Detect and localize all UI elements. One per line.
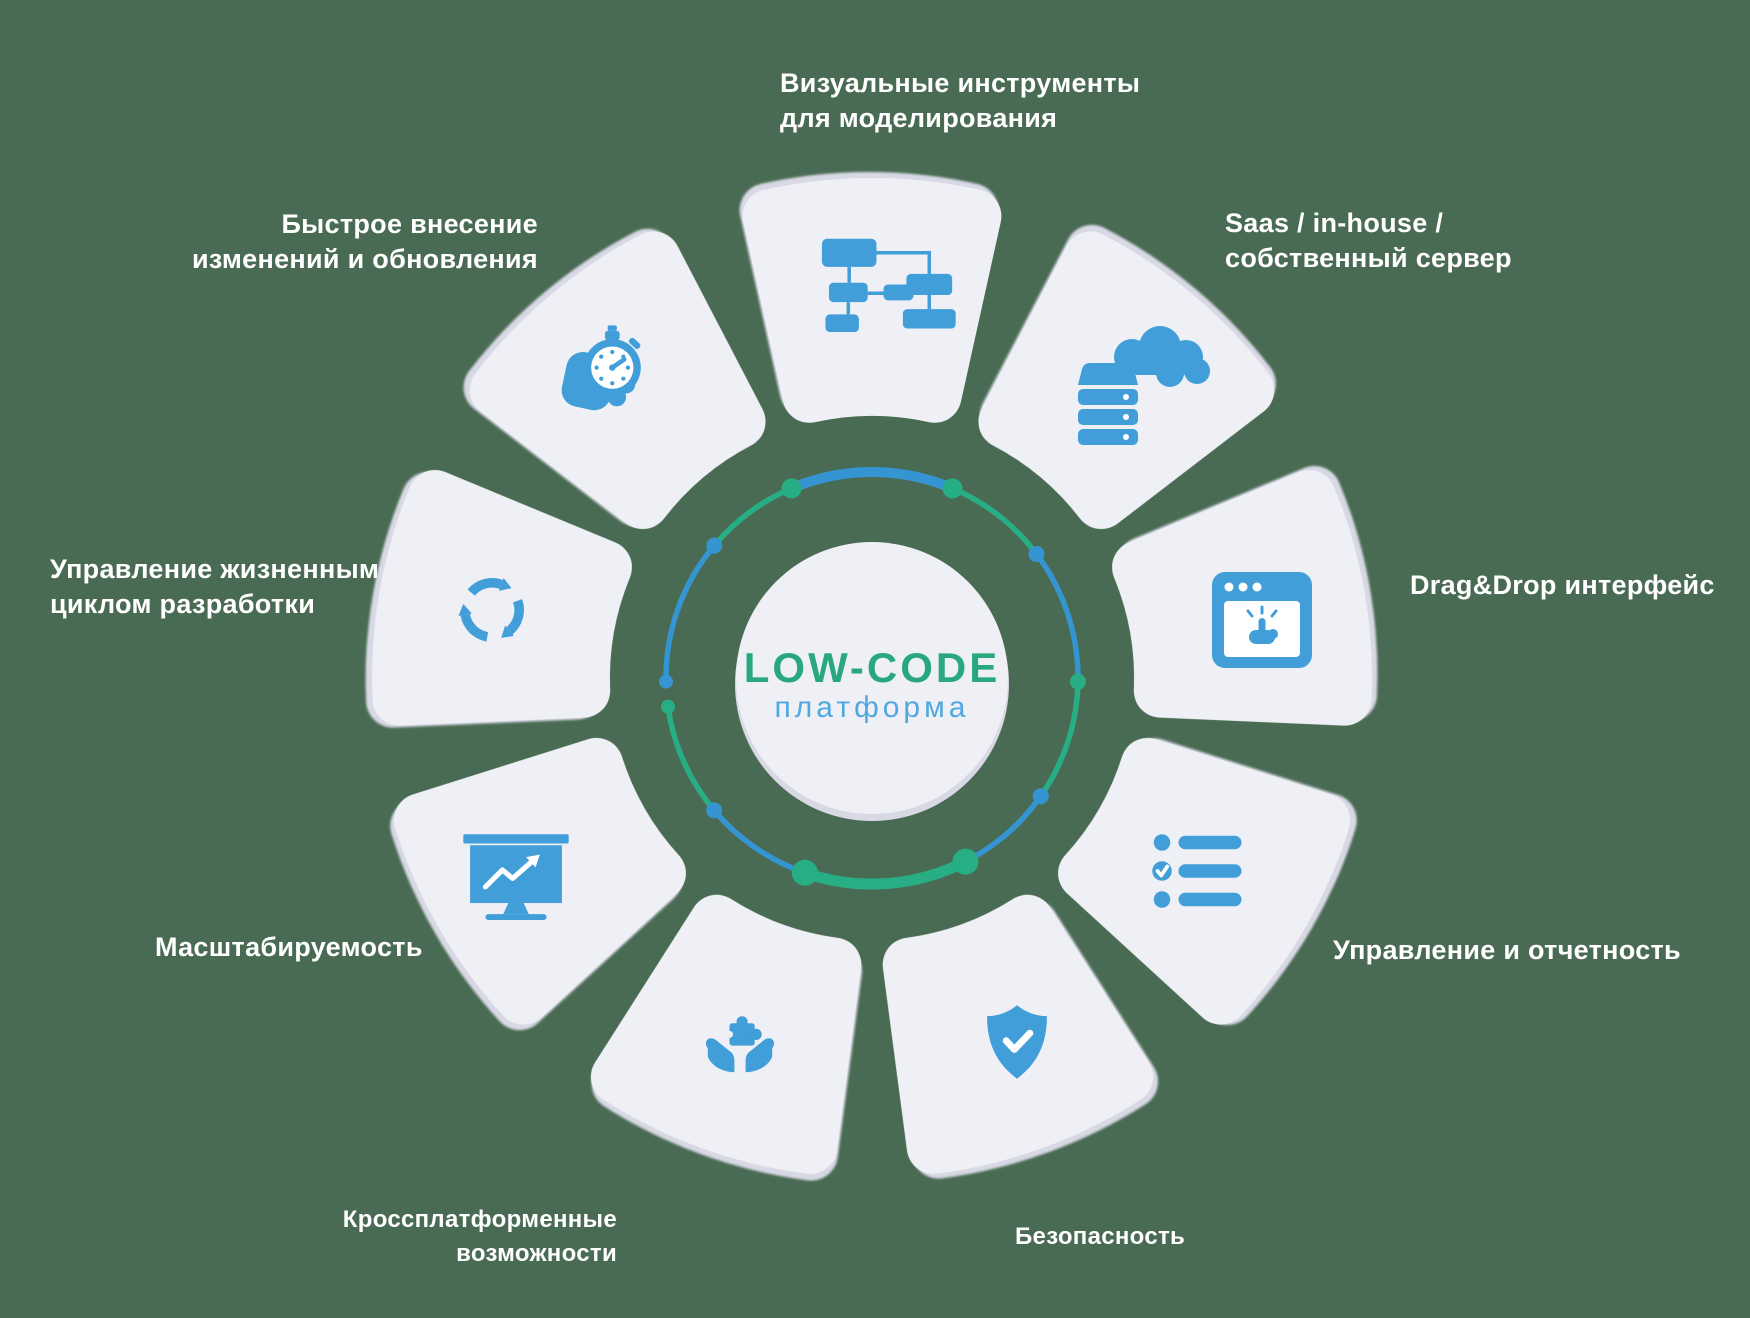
segment-wedge-visual-modeling bbox=[770, 205, 975, 396]
center-subtitle: платформа bbox=[774, 691, 970, 724]
segment-label-scalability: Масштабируемость bbox=[155, 932, 423, 962]
hands-puzzle-icon bbox=[705, 1016, 775, 1073]
segment-label-fast-changes: Быстрое внесение изменений и обновления bbox=[191, 209, 538, 274]
center-circle bbox=[736, 542, 1008, 814]
cycle-arrows-icon bbox=[458, 578, 524, 642]
shield-check-icon bbox=[987, 1005, 1047, 1079]
stopwatch-hand-icon bbox=[561, 325, 641, 411]
segment-label-cross-platform: Кроссплатформенные возможности bbox=[342, 1206, 617, 1267]
segment-label-saas-inhouse: Saas / in-house / собственный сервер bbox=[1225, 208, 1512, 273]
window-click-icon bbox=[1212, 572, 1312, 668]
cloud-server-icon bbox=[1078, 326, 1210, 445]
segment-label-visual-modeling: Визуальные инструменты для моделирования bbox=[780, 68, 1141, 133]
ring-dots bbox=[659, 478, 1086, 886]
monitor-chart-icon bbox=[463, 834, 569, 921]
center-title: LOW-CODE bbox=[743, 644, 1001, 691]
segment-label-drag-drop: Drag&Drop интерфейс bbox=[1410, 570, 1715, 600]
segment-wedge-saas-inhouse bbox=[975, 250, 1255, 528]
center-ring bbox=[659, 467, 1086, 890]
segment-wedge-lifecycle bbox=[388, 495, 611, 730]
flowchart-icon bbox=[821, 238, 956, 332]
checklist-icon bbox=[1152, 834, 1242, 908]
center-text: LOW-CODE платформа bbox=[672, 645, 1072, 725]
segment-label-management-reporting: Управление и отчетность bbox=[1333, 935, 1681, 965]
segment-label-lifecycle: Управление жизненным циклом разработки bbox=[50, 554, 380, 619]
segment-label-security: Безопасность bbox=[1015, 1223, 1186, 1250]
